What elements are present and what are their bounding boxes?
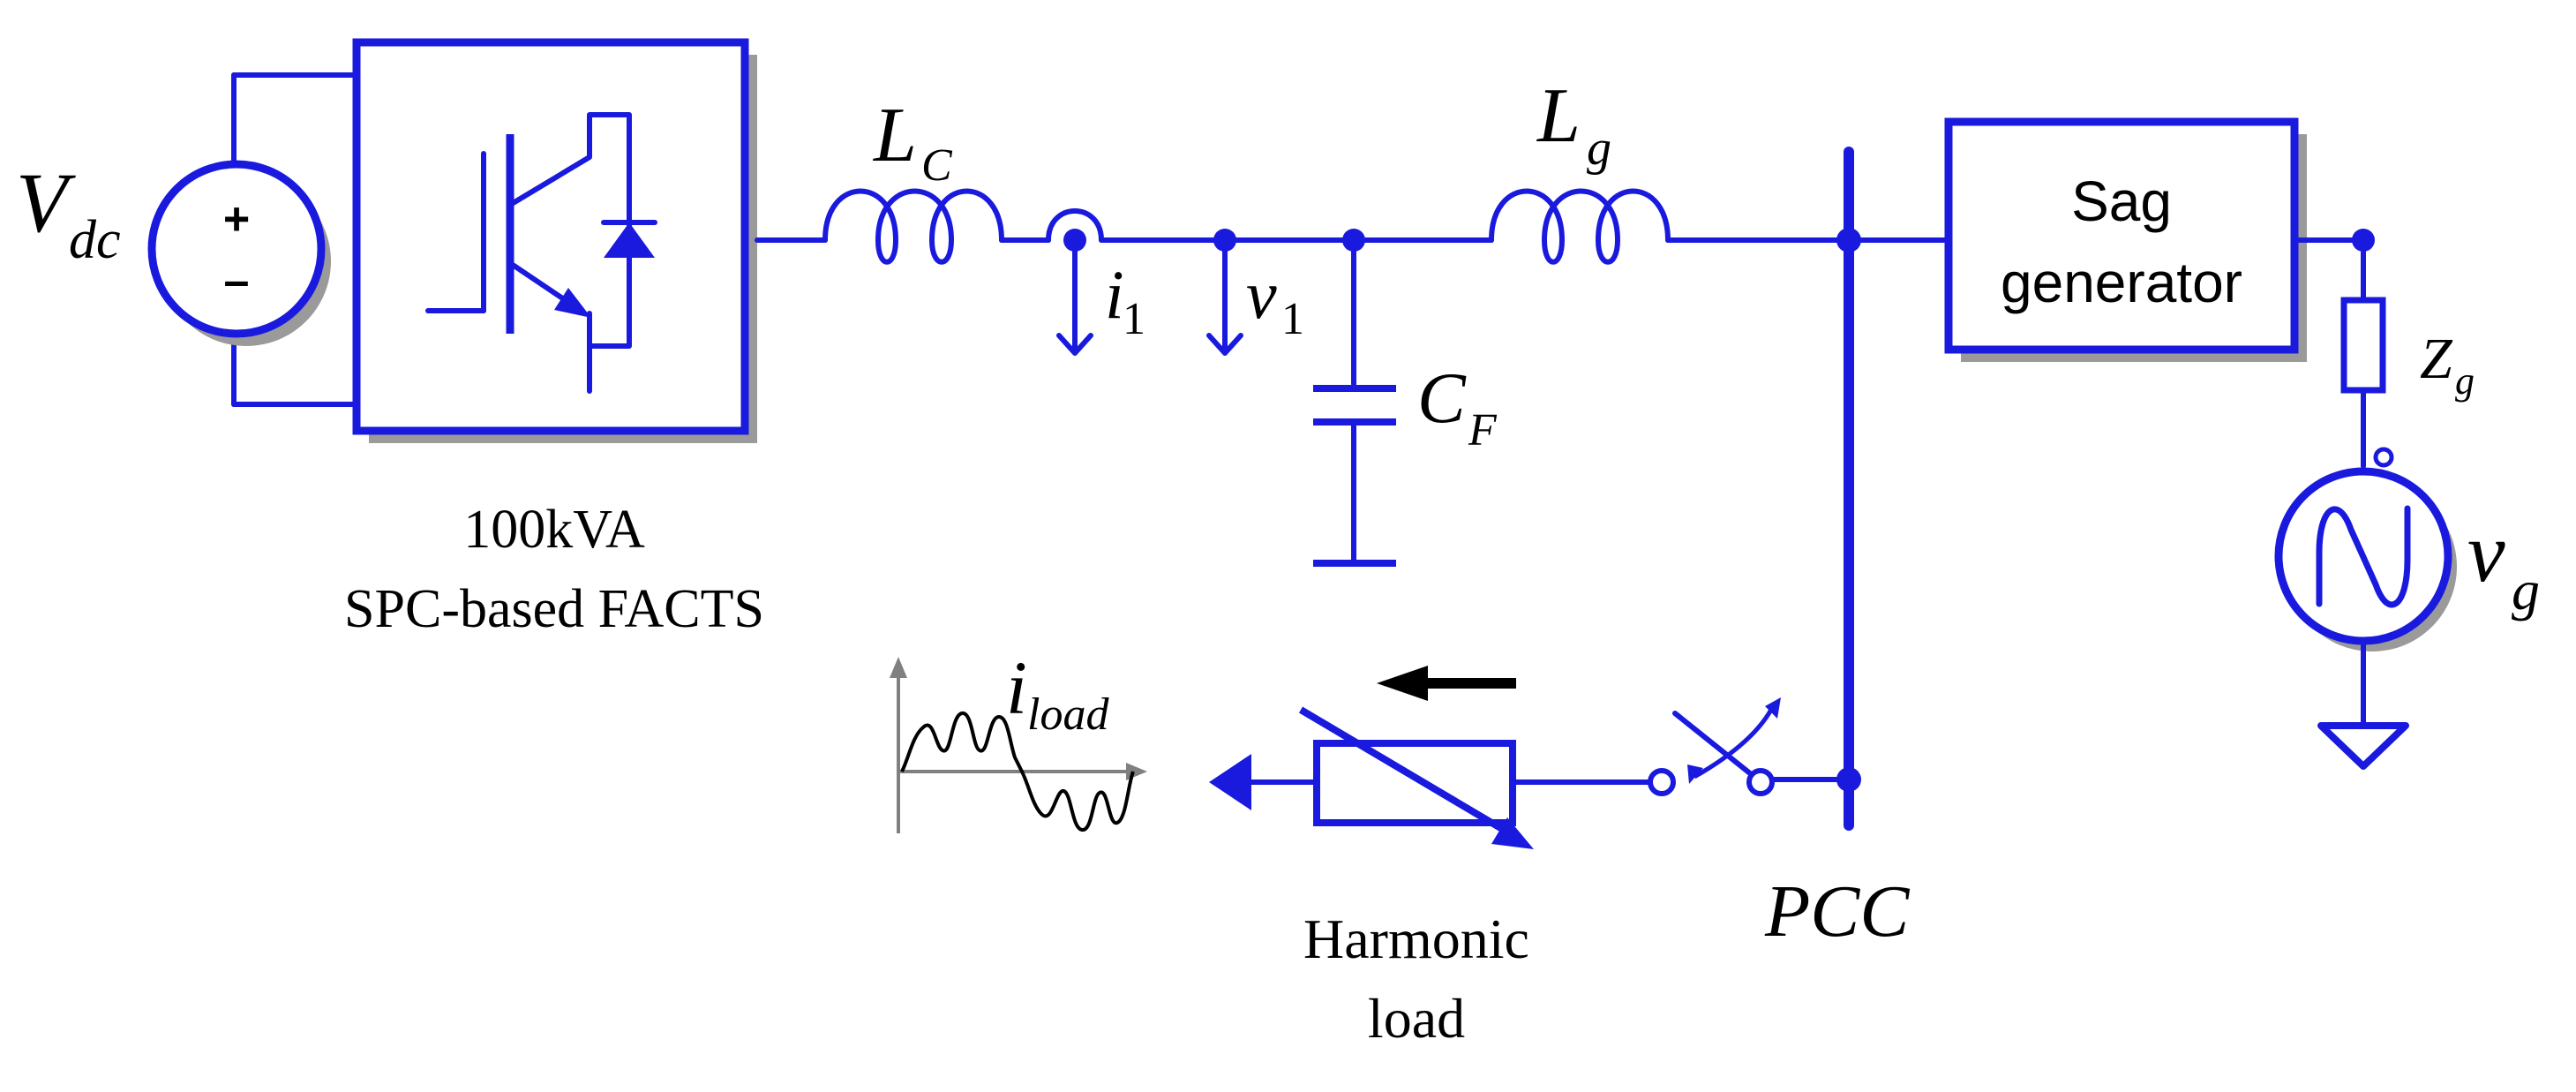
waveform-icon <box>890 657 1147 833</box>
source-plus-sign: + <box>223 194 250 245</box>
igbt-diode-icon <box>425 112 657 394</box>
load-label-line2: load <box>1368 987 1465 1050</box>
sag-generator-box <box>1944 117 2307 362</box>
cf-label-sub: F <box>1468 405 1498 456</box>
capacitor-icon <box>1313 229 1396 567</box>
iload-label-main: i <box>1006 645 1027 730</box>
v1-label-main: v <box>1246 256 1277 333</box>
pcc-label: PCC <box>1764 870 1910 953</box>
converter-rating-label: 100kVA <box>463 500 645 560</box>
sag-generator-label-line2: generator <box>2001 251 2242 314</box>
lg-label-main: L <box>1536 73 1581 159</box>
voltage-probe-icon <box>1206 229 1243 356</box>
ac-voltage-source-icon <box>2274 467 2457 727</box>
inductor-icon <box>822 188 1004 265</box>
zg-label-main: Z <box>2420 327 2453 391</box>
lg-label-sub: g <box>1587 121 1611 176</box>
pcc-node-top <box>1836 228 1861 252</box>
current-probe-icon <box>1046 208 1104 356</box>
v1-label-sub: 1 <box>1281 294 1304 344</box>
cf-label-main: C <box>1417 358 1467 438</box>
iload-label-sub: load <box>1027 689 1109 740</box>
inductor-icon <box>1489 188 1671 265</box>
sag-generator-label-line1: Sag <box>2071 169 2172 233</box>
lc-label-main: L <box>872 93 917 178</box>
arrow-icon <box>1377 666 1516 701</box>
converter-type-label: SPC-based FACTS <box>344 579 764 639</box>
converter-box <box>352 38 757 443</box>
vdc-label-sub: dc <box>69 210 121 270</box>
vdc-label-main: V <box>16 155 76 250</box>
resistor-icon <box>2340 237 2386 469</box>
load-label-line1: Harmonic <box>1303 907 1529 970</box>
dc-voltage-source-icon <box>147 72 356 407</box>
switch-icon <box>1648 697 1781 796</box>
vg-label-main: v <box>2467 505 2505 599</box>
vg-label-sub: g <box>2512 559 2540 621</box>
variable-load-icon <box>1209 706 1534 849</box>
ground-icon <box>2317 722 2409 770</box>
i1-label-sub: 1 <box>1123 294 1145 344</box>
i1-label-main: i <box>1105 256 1124 333</box>
source-minus-sign: – <box>224 256 250 307</box>
zg-label-sub: g <box>2455 359 2475 403</box>
lc-label-sub: C <box>921 140 953 191</box>
polarity-dot <box>2373 447 2394 468</box>
